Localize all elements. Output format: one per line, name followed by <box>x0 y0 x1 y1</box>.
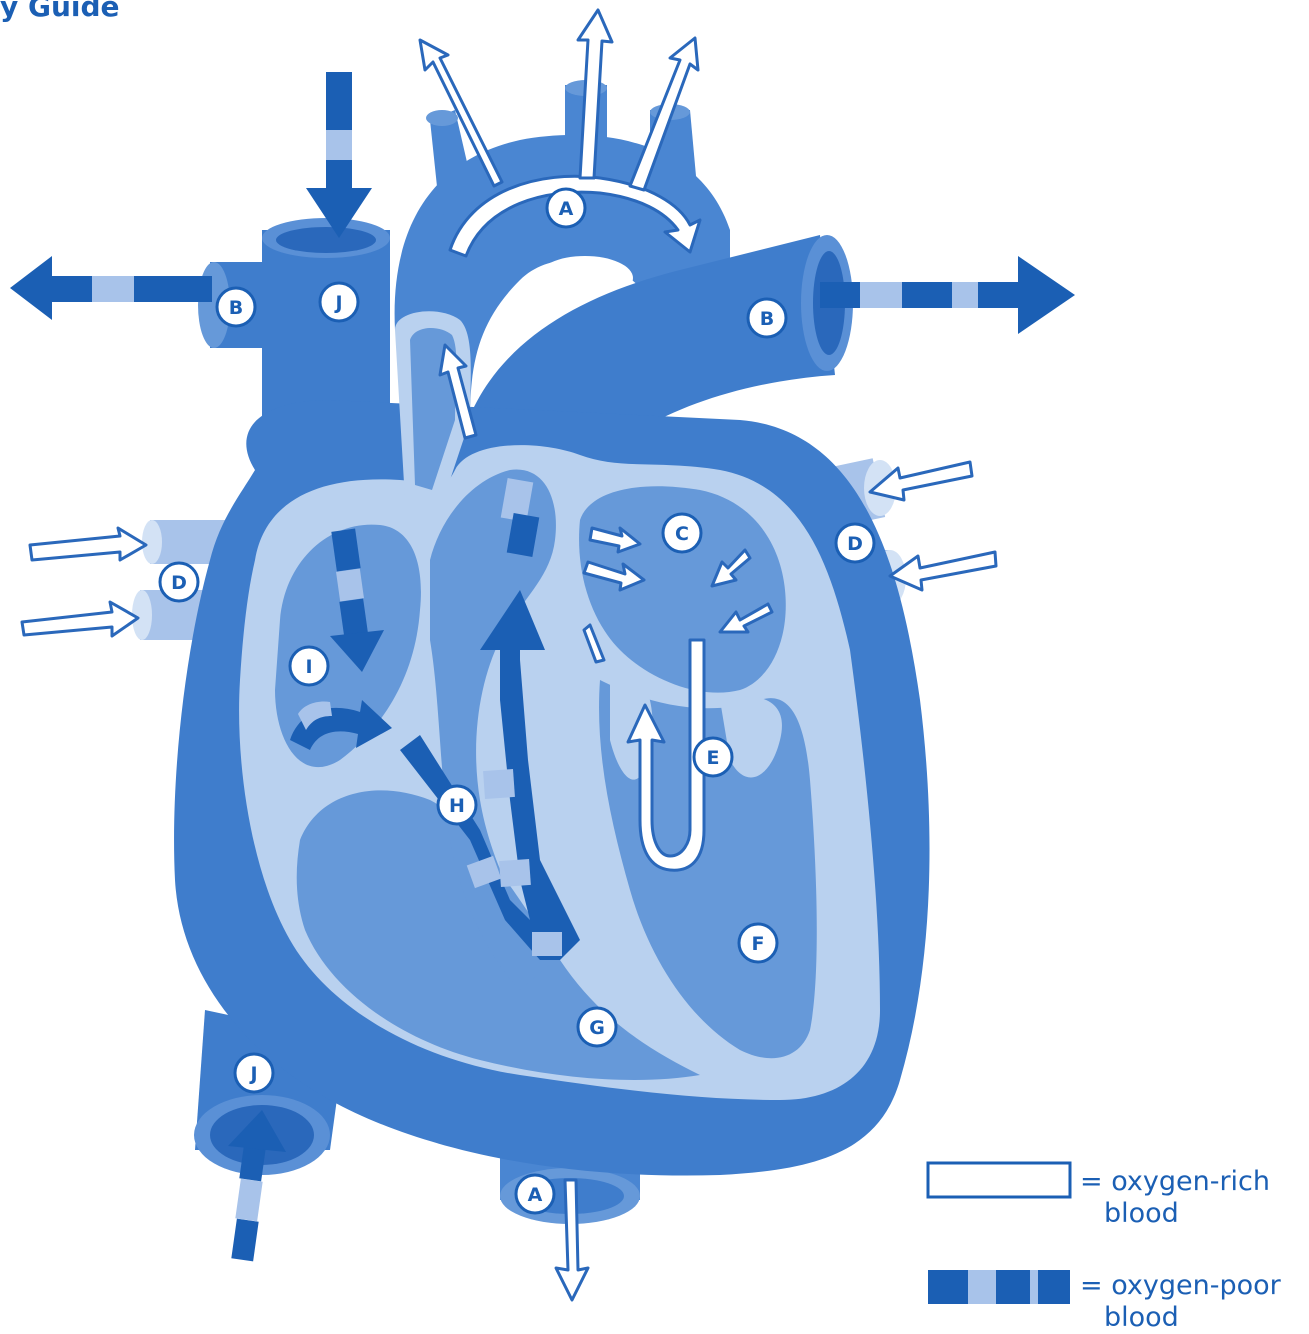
label-badge-f: F <box>739 924 777 962</box>
label-badge-d-left: D <box>160 563 198 601</box>
legend-poor-line1: = oxygen-poor <box>1080 1270 1281 1302</box>
svg-text:J: J <box>248 1063 257 1085</box>
svg-text:C: C <box>675 523 689 545</box>
svg-text:D: D <box>847 533 863 555</box>
label-badge-j-top: J <box>320 283 358 321</box>
label-badge-e: E <box>694 738 732 776</box>
label-badge-a-top: A <box>547 189 585 227</box>
legend-oxygen-rich-label: = oxygen-rich blood <box>1080 1166 1270 1230</box>
label-badge-h: H <box>438 786 476 824</box>
svg-text:H: H <box>449 795 465 817</box>
label-badge-a-bottom: A <box>516 1175 554 1213</box>
svg-text:E: E <box>707 747 720 769</box>
legend-rich-line2: blood <box>1080 1198 1270 1230</box>
label-badge-j-bottom: J <box>235 1054 273 1092</box>
svg-text:I: I <box>305 656 312 678</box>
label-badge-g: G <box>578 1008 616 1046</box>
legend-poor-line2: blood <box>1080 1302 1281 1334</box>
svg-text:A: A <box>559 198 574 220</box>
label-badge-b-right: B <box>748 299 786 337</box>
label-badge-c: C <box>663 514 701 552</box>
svg-text:F: F <box>752 933 765 955</box>
label-badge-i: I <box>290 647 328 685</box>
legend-swatch-oxygen-poor <box>928 1270 1070 1304</box>
svg-text:A: A <box>528 1184 543 1206</box>
legend-rich-line1: = oxygen-rich <box>1080 1166 1270 1198</box>
label-badge-b-left: B <box>217 288 255 326</box>
svg-text:B: B <box>229 297 243 319</box>
svg-text:G: G <box>589 1017 605 1039</box>
svg-text:D: D <box>171 572 187 594</box>
legend-swatch-oxygen-rich <box>928 1163 1070 1197</box>
legend-oxygen-poor-label: = oxygen-poor blood <box>1080 1270 1281 1334</box>
svg-text:J: J <box>333 292 342 314</box>
label-badge-d-right: D <box>836 524 874 562</box>
svg-text:B: B <box>760 308 774 330</box>
